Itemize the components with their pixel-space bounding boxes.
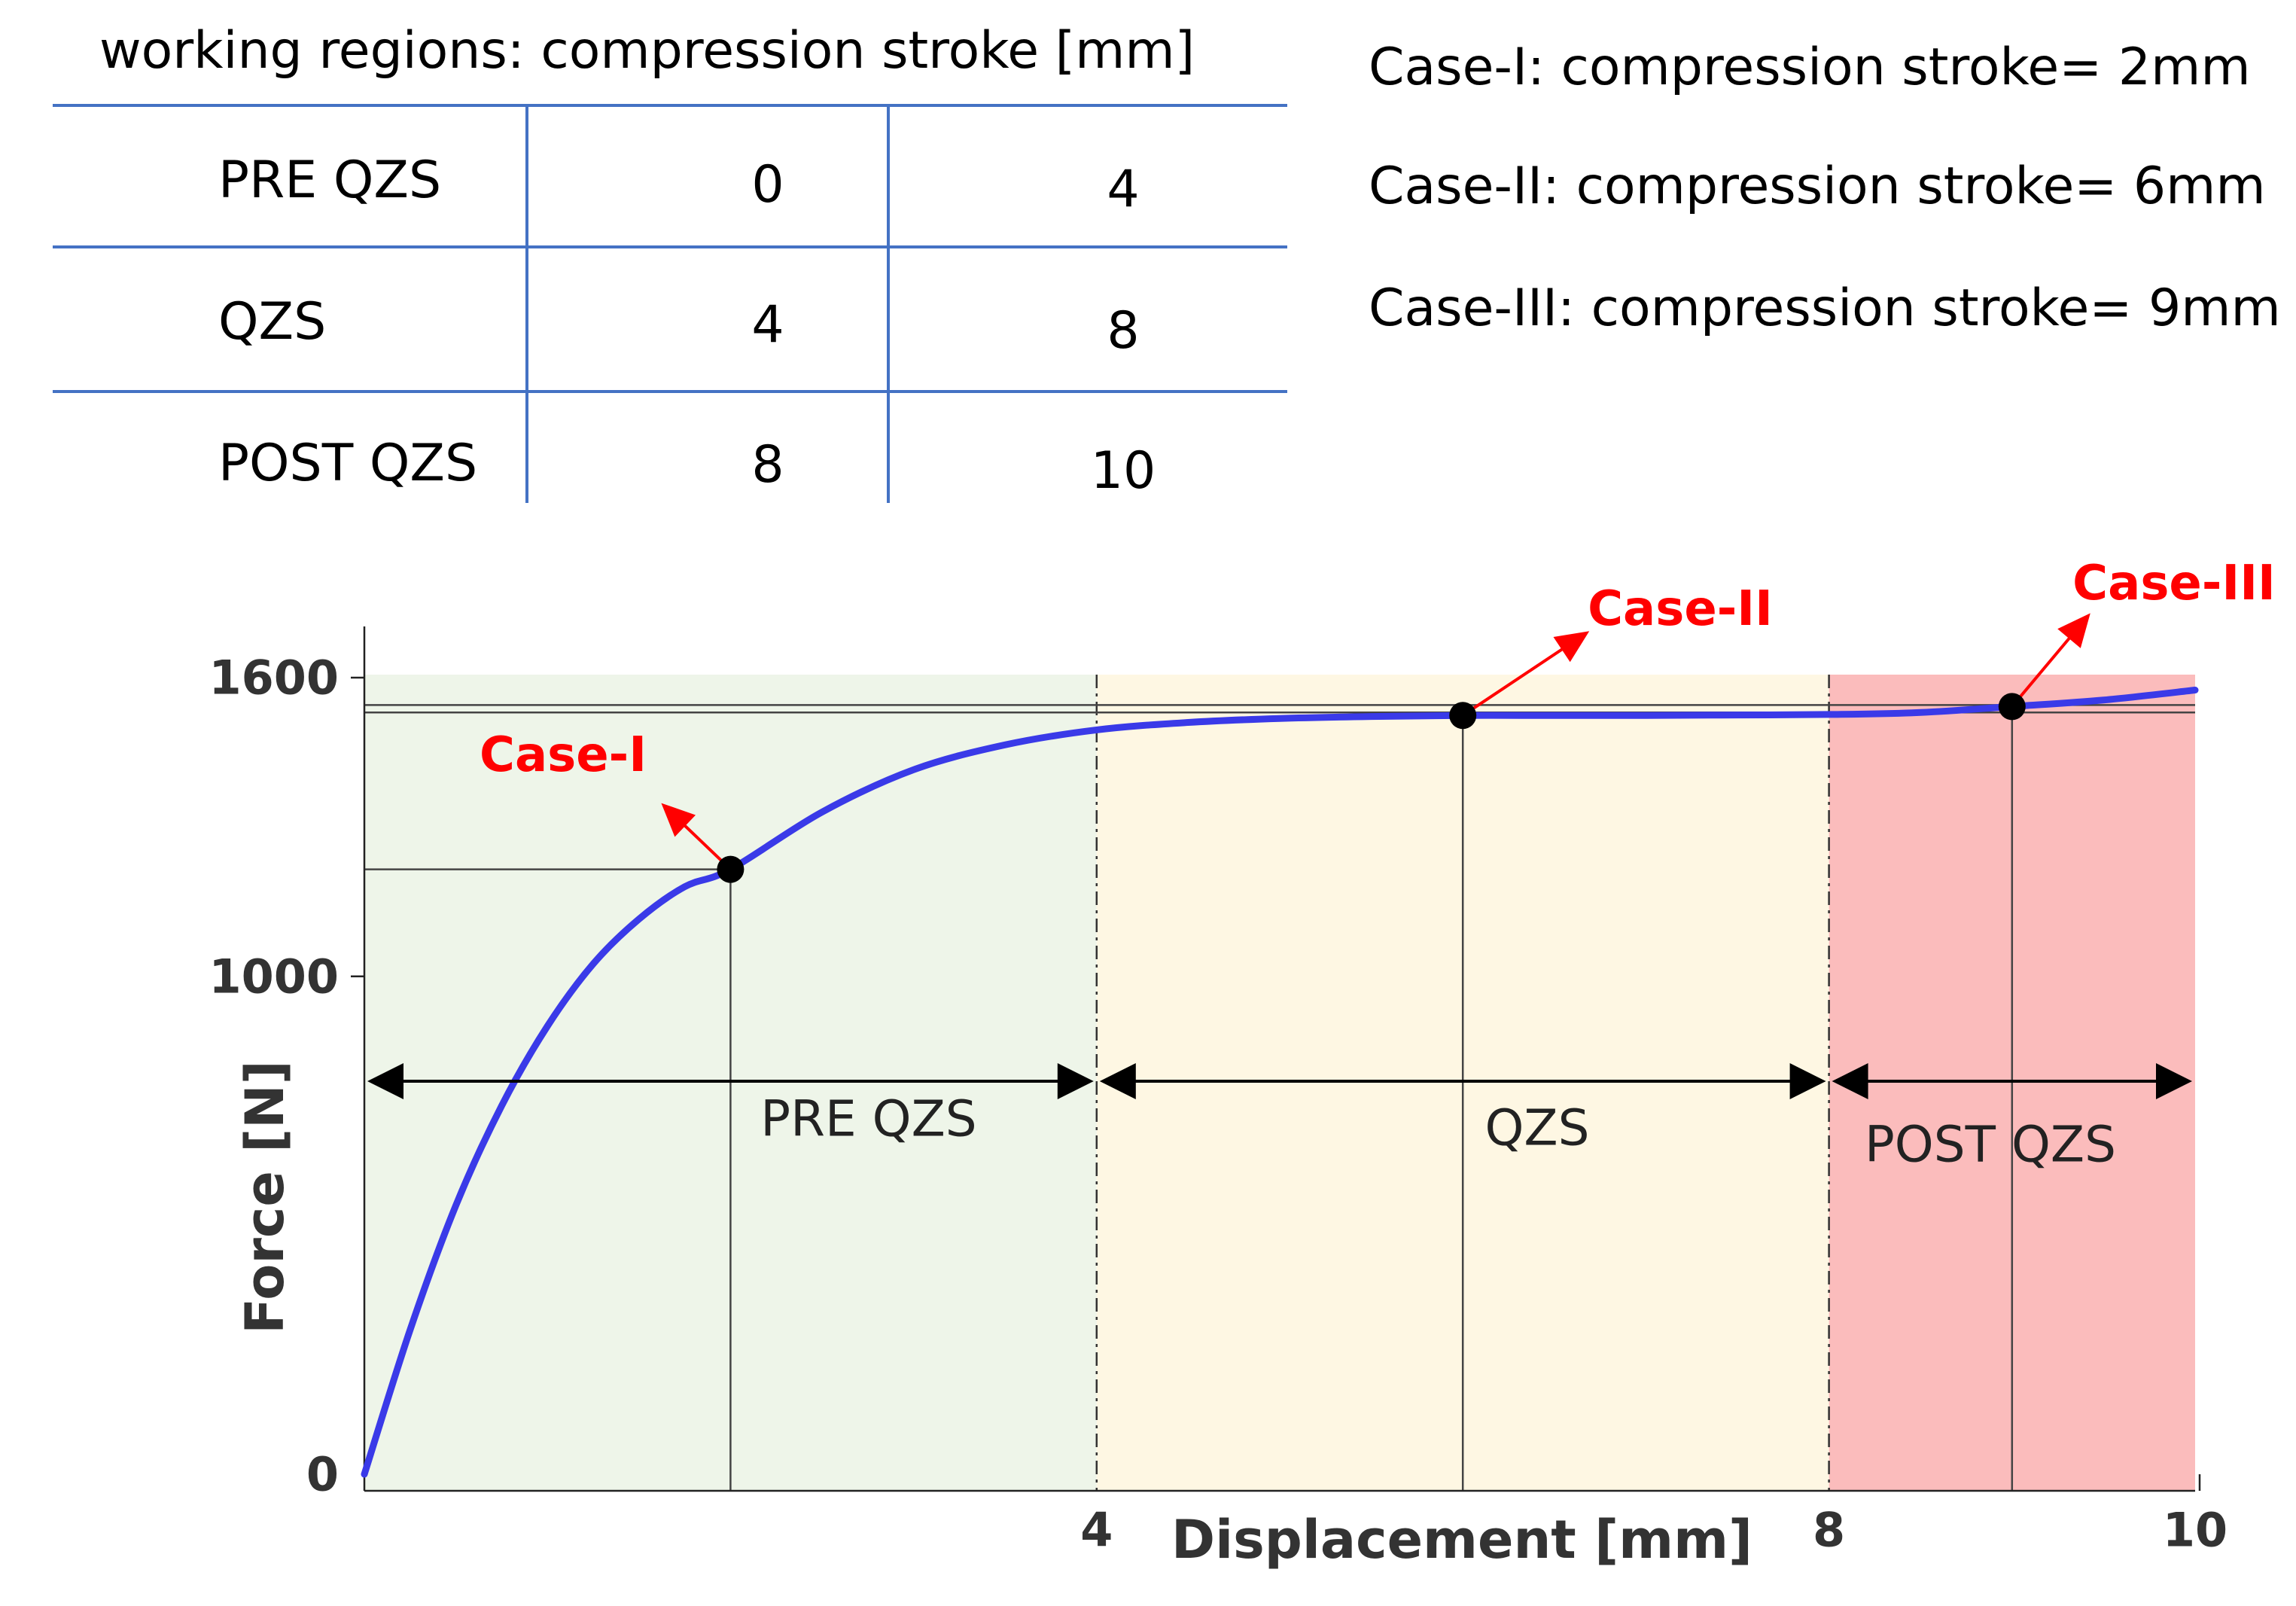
table-caption: working regions: compression stroke [mm]	[99, 21, 1195, 81]
x-tick-label: 4	[1080, 1503, 1113, 1558]
table-cell-to: 10	[1090, 441, 1156, 501]
case-label: Case-II	[1588, 581, 1773, 637]
region-span-arrowhead	[2156, 1063, 2192, 1099]
table-rule	[53, 104, 1287, 107]
region-span-arrowhead	[1789, 1063, 1826, 1099]
x-tick-label: 8	[1813, 1503, 1845, 1558]
case-description: Case-I: compression stroke= 2mm	[1369, 38, 2251, 97]
region-label: PRE QZS	[760, 1090, 976, 1148]
region-label: POST QZS	[1865, 1116, 2116, 1174]
case-point	[1998, 693, 2026, 721]
table-cell-region: PRE QZS	[218, 151, 442, 210]
case-point	[717, 855, 745, 883]
region-span-arrowhead	[367, 1063, 403, 1099]
case-label: Case-III	[2072, 556, 2276, 611]
case-description: Case-II: compression stroke= 6mm	[1369, 157, 2266, 216]
case-pointer-arrowhead	[661, 803, 696, 837]
table-cell-to: 8	[1107, 301, 1140, 361]
region-span-arrowhead	[1057, 1063, 1094, 1099]
table-cell-to: 4	[1107, 160, 1140, 219]
case-description: Case-III: compression stroke= 9mm	[1369, 279, 2281, 338]
case-label: Case-I	[480, 727, 647, 783]
case-pointer-arrowhead	[2057, 613, 2090, 648]
case-pointer-arrowhead	[1553, 631, 1590, 663]
table-column-divider	[525, 104, 528, 503]
table-cell-from: 0	[751, 155, 784, 215]
table-rule	[53, 245, 1287, 248]
force-displacement-curve	[361, 687, 2199, 1478]
table-cell-region: QZS	[218, 292, 327, 352]
region-label: QZS	[1484, 1099, 1589, 1157]
case-pointer-line	[1469, 637, 1579, 712]
y-axis-title: Force [N]	[234, 1060, 296, 1334]
y-tick-label: 1000	[209, 949, 339, 1004]
case-point	[1449, 702, 1477, 730]
table-cell-region: POST QZS	[218, 434, 478, 493]
working-regions-table: PRE QZS 0 4 QZS 4 8 POST QZS 8 10	[53, 104, 1287, 510]
table-cell-from: 4	[751, 295, 784, 355]
table-column-divider	[887, 104, 890, 503]
y-tick-label: 1600	[209, 651, 339, 705]
x-tick-label: 10	[2163, 1503, 2227, 1558]
x-axis-title: Displacement [mm]	[1171, 1509, 1752, 1571]
table-rule	[53, 390, 1287, 393]
y-tick-label: 0	[306, 1447, 339, 1502]
table-cell-from: 8	[751, 435, 784, 495]
region-span-arrowhead	[1099, 1063, 1136, 1099]
region-span-arrowhead	[1832, 1063, 1868, 1099]
